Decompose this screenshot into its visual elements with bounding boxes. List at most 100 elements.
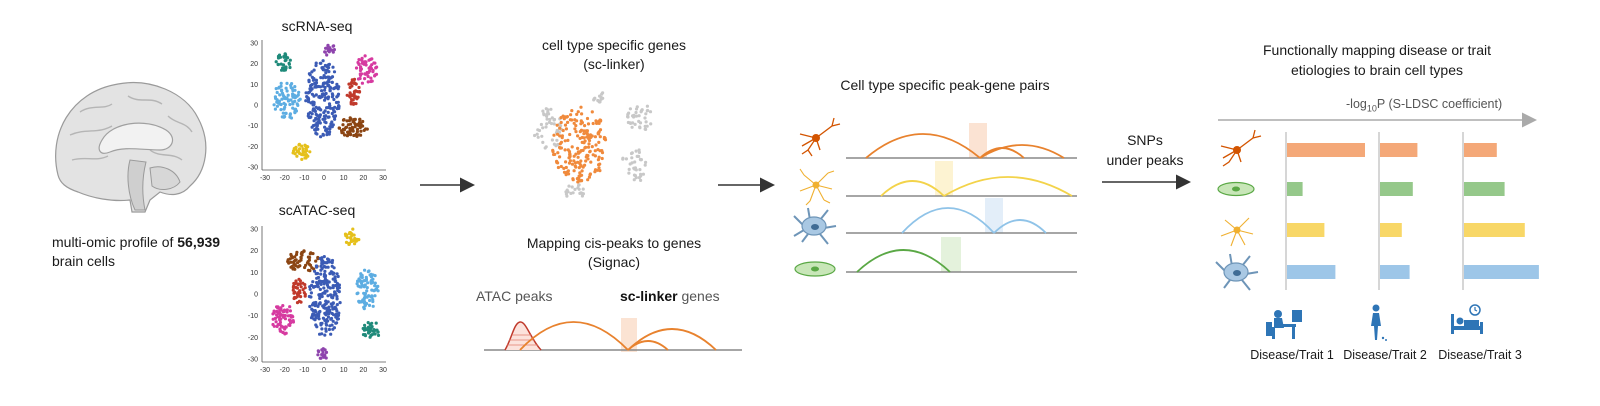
scatter-point bbox=[314, 61, 318, 65]
sclinker-title: cell type specific genes (sc-linker) bbox=[504, 36, 724, 74]
y-tick-label: 0 bbox=[254, 103, 258, 110]
scatter-point bbox=[283, 115, 287, 119]
scatter-point bbox=[326, 294, 330, 298]
scatter-point bbox=[632, 178, 636, 182]
scatter-point bbox=[308, 87, 312, 91]
scatter-point bbox=[357, 62, 361, 66]
scatter-point bbox=[306, 96, 310, 100]
peak-highlight bbox=[941, 237, 961, 272]
scatter-point bbox=[369, 328, 373, 332]
scatter-point bbox=[290, 82, 294, 86]
scatter-point bbox=[326, 110, 330, 114]
scatter-point bbox=[364, 63, 368, 67]
scatter-point bbox=[351, 227, 355, 231]
scatter-point bbox=[297, 259, 301, 263]
scatter-point bbox=[337, 283, 341, 287]
scatter-point bbox=[292, 262, 296, 266]
scatter-point bbox=[542, 113, 546, 117]
scatter-point bbox=[579, 122, 583, 126]
scatter-point bbox=[362, 300, 367, 304]
scatter-point bbox=[324, 81, 328, 85]
scatter-point bbox=[559, 164, 563, 169]
x-tick-label: 0 bbox=[322, 175, 326, 182]
scatter-point bbox=[278, 93, 282, 97]
scatter-point bbox=[597, 166, 601, 170]
x-tick-label: 20 bbox=[359, 367, 367, 374]
scatter-point bbox=[284, 86, 288, 90]
scatter-point bbox=[283, 327, 287, 331]
scatter-point bbox=[335, 303, 339, 307]
scatter-point bbox=[369, 76, 373, 80]
scatter-point bbox=[304, 99, 308, 103]
scatter-point bbox=[360, 300, 364, 304]
scatter-point bbox=[271, 322, 275, 327]
scatter-point bbox=[287, 62, 291, 66]
scatter-point bbox=[357, 238, 361, 242]
scatter-point bbox=[350, 125, 354, 129]
scatter-point bbox=[596, 158, 601, 162]
scatter-point bbox=[330, 120, 334, 124]
scatter-point bbox=[558, 134, 562, 138]
scatter-point bbox=[363, 77, 367, 81]
scatter-point bbox=[310, 75, 314, 79]
scatter-point bbox=[328, 130, 332, 134]
scatter-point bbox=[332, 70, 337, 74]
scatter-point bbox=[311, 312, 315, 316]
sclinker-genes-bold: sc-linker bbox=[620, 288, 678, 304]
scatter-point bbox=[334, 100, 339, 105]
scatter-point bbox=[298, 282, 302, 286]
results-title: Functionally mapping disease or trait et… bbox=[1222, 40, 1532, 80]
scatter-point bbox=[595, 121, 599, 125]
scatter-point bbox=[324, 356, 328, 360]
scatter-point bbox=[278, 308, 282, 312]
scatter-point bbox=[368, 298, 372, 303]
neuron-icon bbox=[799, 117, 841, 157]
scatter-point bbox=[289, 98, 293, 102]
scatter-point bbox=[331, 123, 335, 127]
scatter-point bbox=[558, 155, 562, 159]
scatter-point bbox=[280, 89, 284, 93]
scatter-point bbox=[314, 259, 318, 263]
scatter-point bbox=[362, 328, 366, 332]
scatter-point bbox=[304, 263, 308, 267]
scatter-point bbox=[335, 297, 339, 301]
scatter-point bbox=[328, 272, 332, 276]
brain-profile-label: multi-omic profile of 56,939 brain cells bbox=[52, 233, 220, 271]
trait-label-1: Disease/Trait 1 bbox=[1250, 348, 1334, 362]
scatter-point bbox=[561, 128, 565, 133]
scatter-point bbox=[292, 281, 296, 286]
scatter-point bbox=[271, 312, 275, 316]
scatter-point bbox=[588, 133, 593, 137]
scatter-point bbox=[336, 274, 340, 279]
scatter-point bbox=[336, 94, 340, 98]
scatter-point bbox=[295, 301, 300, 305]
scatter-point bbox=[278, 329, 282, 333]
scatter-point bbox=[321, 76, 325, 80]
x-tick-label: 0 bbox=[322, 367, 326, 374]
scatter-point bbox=[643, 116, 647, 120]
scatter-point bbox=[315, 124, 319, 128]
scatter-point bbox=[603, 136, 607, 140]
scatter-point bbox=[278, 55, 283, 59]
scatter-point bbox=[364, 127, 368, 131]
scatter-point bbox=[578, 174, 582, 178]
scatter-point bbox=[568, 159, 573, 163]
scatter-point bbox=[573, 127, 577, 131]
scatter-point bbox=[639, 178, 643, 182]
scatter-point bbox=[366, 281, 370, 285]
scatter-point bbox=[326, 105, 331, 110]
scatter-point bbox=[327, 305, 331, 309]
scatter-point bbox=[328, 286, 332, 290]
scatter-point bbox=[315, 325, 319, 329]
scatter-point bbox=[279, 81, 283, 85]
scatter-point bbox=[351, 129, 355, 133]
scatter-point bbox=[598, 100, 602, 104]
scatter-point bbox=[331, 301, 335, 305]
scatter-point bbox=[324, 327, 328, 331]
scatter-point bbox=[331, 44, 335, 48]
scatter-point bbox=[317, 317, 321, 321]
scatter-point bbox=[295, 102, 299, 106]
scatter-point bbox=[356, 279, 360, 283]
scatter-point bbox=[303, 286, 307, 290]
scatter-point bbox=[327, 70, 331, 74]
